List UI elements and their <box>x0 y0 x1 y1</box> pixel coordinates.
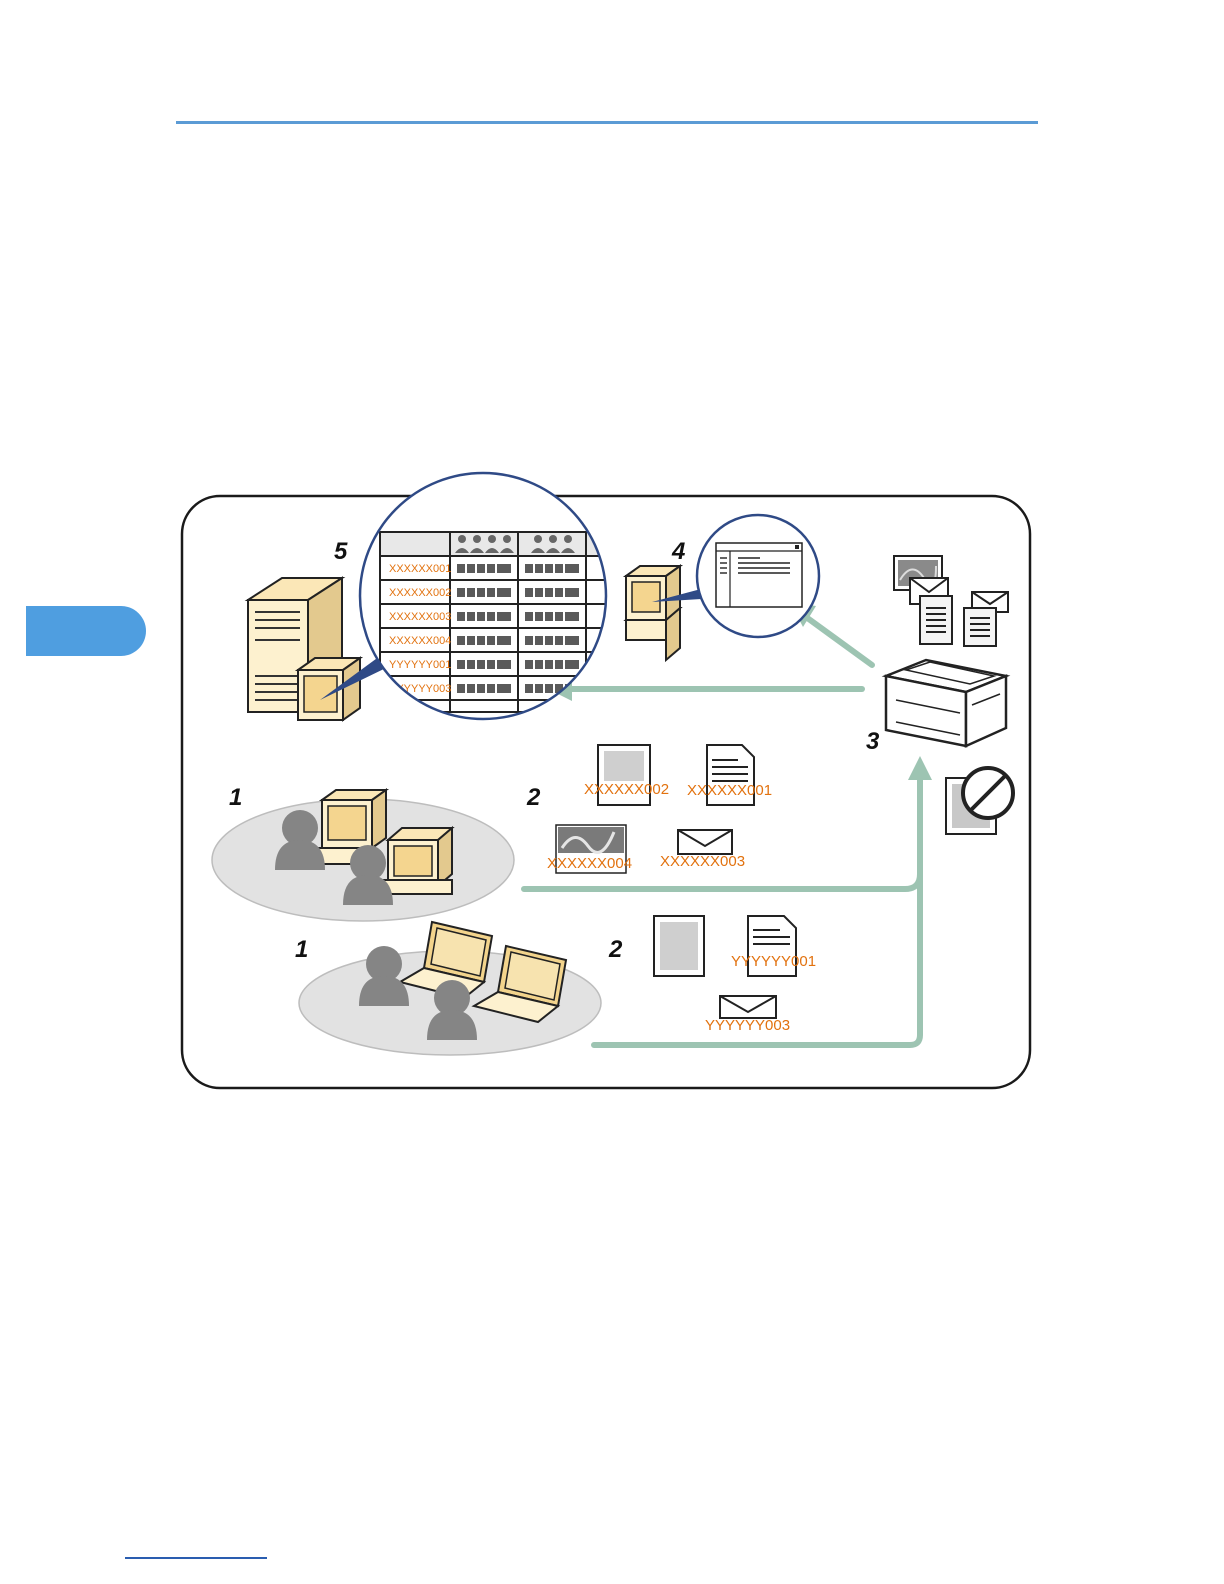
step-4-monitor: 4 <box>671 538 685 565</box>
table-row-1-code: XXXXXX001 <box>389 563 451 575</box>
doc-b-envelope-icon <box>720 996 776 1018</box>
table-row-2-code: XXXXXX002 <box>389 587 451 599</box>
step-3-printer: 3 <box>866 728 880 755</box>
log-window-zoom <box>697 515 819 637</box>
doc-a-label-2: XXXXXX001 <box>687 782 772 799</box>
step-1-group-b: 1 <box>295 936 308 963</box>
doc-a-envelope-icon <box>678 830 732 854</box>
table-row-4-code: XXXXXX004 <box>389 635 451 647</box>
step-2-group-b: 2 <box>608 936 623 963</box>
doc-a-label-1: XXXXXX002 <box>584 781 669 798</box>
step-2-group-a: 2 <box>526 784 541 811</box>
printer-icon <box>886 660 1006 746</box>
step-1-group-a: 1 <box>229 784 242 811</box>
doc-b-image-icon <box>654 916 704 976</box>
doc-b-label-2: YYYYYY003 <box>705 1017 790 1034</box>
server-monitor-icon <box>298 658 360 720</box>
table-row-5-code: YYYYYY001 <box>389 659 451 671</box>
step-5-server: 5 <box>334 538 348 565</box>
doc-a-label-4: XXXXXX003 <box>660 853 745 870</box>
table-row-3-code: XXXXXX003 <box>389 611 451 623</box>
doc-b-label-1: YYYYYY001 <box>731 953 816 970</box>
doc-a-label-3: XXXXXX004 <box>547 855 632 872</box>
